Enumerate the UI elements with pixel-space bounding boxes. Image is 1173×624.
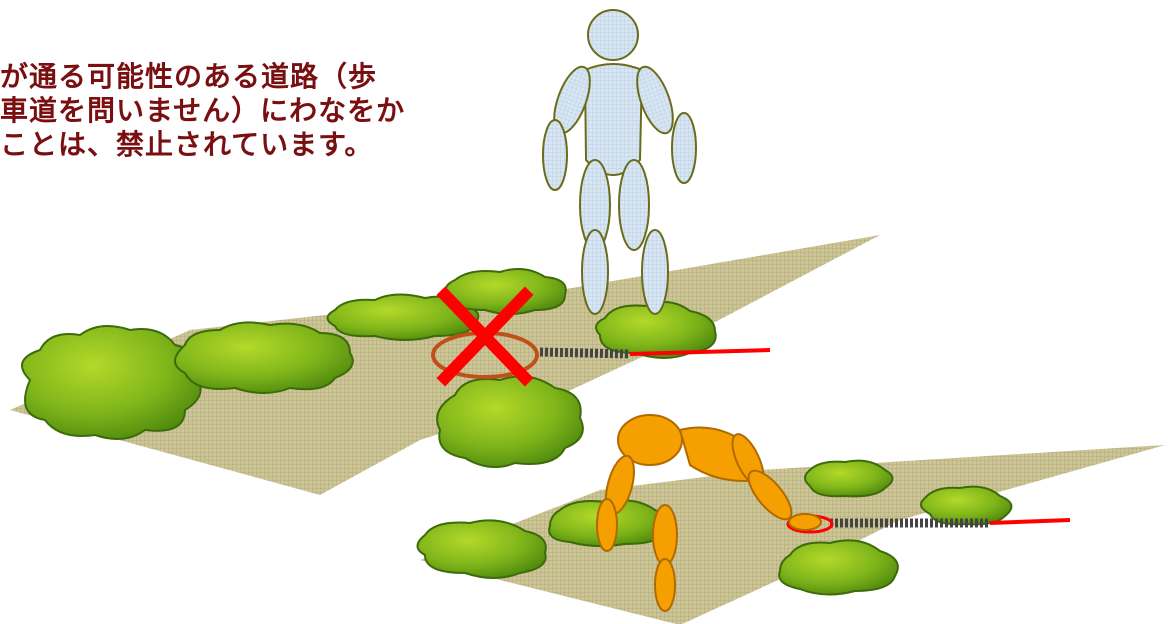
bush-icon — [174, 321, 354, 394]
bush-icon — [416, 519, 547, 579]
bush-icon — [778, 539, 899, 596]
bush-icon — [920, 485, 1013, 526]
bush-icon — [436, 375, 584, 468]
trapped-person-icon — [596, 414, 822, 612]
prohibition-cross-icon — [436, 286, 534, 387]
warning-caption: が通る可能性のある道路（歩 車道を問いません）にわなをか ことは、禁止されていま… — [0, 60, 540, 162]
standing-person-icon — [542, 9, 697, 315]
caption-line-2: 車道を問いません）にわなをか — [0, 94, 406, 127]
bush-icon — [804, 459, 894, 498]
bush-icon — [21, 325, 202, 440]
caption-line-3: ことは、禁止されています。 — [0, 128, 374, 161]
caption-line-1: が通る可能性のある道路（歩 — [0, 60, 378, 93]
